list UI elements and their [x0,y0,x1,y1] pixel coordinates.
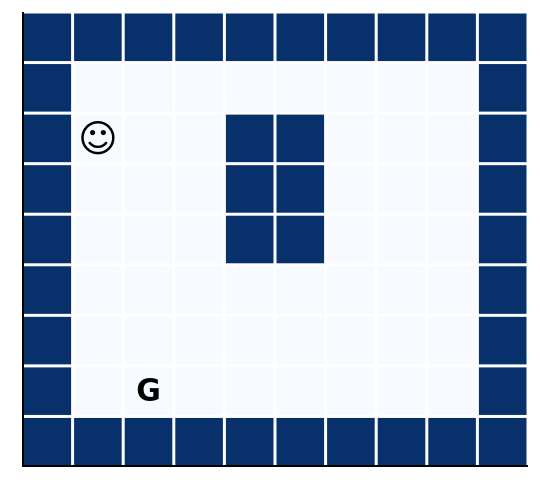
floor-cell [327,367,375,415]
floor-cell [175,165,223,213]
floor-cell [175,114,223,163]
wall-cell [276,215,325,264]
agent-smiley-icon: ☺ [78,116,118,160]
wall-cell [377,417,426,466]
wall-cell [478,13,527,62]
floor-cell [276,367,325,415]
floor-cell [124,316,173,365]
wall-cell [225,417,274,466]
floor-cell [276,266,325,314]
wall-cell [478,114,527,163]
floor-cell [377,266,426,314]
floor-cell [428,114,476,163]
floor-cell [74,316,122,365]
wall-cell [23,367,72,415]
wall-cell [478,266,527,314]
wall-cell [74,417,122,466]
floor-cell [327,316,375,365]
board-frame [22,12,528,467]
wall-cell [225,165,274,213]
floor-cell [377,367,426,415]
wall-cell [23,266,72,314]
wall-cell [478,165,527,213]
floor-cell [428,165,476,213]
floor-cell [124,367,173,415]
floor-cell [175,266,223,314]
wall-cell [327,417,375,466]
floor-cell [175,316,223,365]
floor-cell [276,316,325,365]
floor-cell [428,367,476,415]
wall-cell [478,417,527,466]
floor-cell [124,114,173,163]
floor-cell [175,64,223,112]
floor-cell [74,114,122,163]
grid-cells [22,12,528,467]
floor-cell [428,215,476,264]
floor-cell [225,266,274,314]
floor-cell [428,316,476,365]
wall-cell [225,215,274,264]
floor-cell [74,266,122,314]
wall-cell [74,13,122,62]
wall-cell [175,13,223,62]
floor-cell [124,215,173,264]
floor-cell [377,114,426,163]
wall-cell [428,417,476,466]
floor-cell [74,165,122,213]
wall-cell [175,417,223,466]
floor-cell [327,64,375,112]
wall-cell [478,64,527,112]
wall-cell [124,13,173,62]
wall-cell [377,13,426,62]
wall-cell [23,114,72,163]
grid-markers: ☺ G [78,116,161,408]
wall-cell [225,114,274,163]
goal-label: G [136,374,161,409]
floor-cell [124,266,173,314]
floor-cell [225,367,274,415]
wall-cell [225,13,274,62]
wall-cell [276,114,325,163]
floor-cell [74,64,122,112]
wall-cell [478,215,527,264]
floor-cell [175,215,223,264]
floor-cell [124,64,173,112]
floor-cell [327,165,375,213]
wall-cell [327,13,375,62]
gridworld-board: ☺ G [22,12,528,467]
floor-cell [377,64,426,112]
floor-cell [377,165,426,213]
floor-cell [377,215,426,264]
floor-cell [327,215,375,264]
wall-cell [276,165,325,213]
wall-cell [23,13,72,62]
wall-cell [276,417,325,466]
floor-cell [175,367,223,415]
wall-cell [23,215,72,264]
floor-cell [124,165,173,213]
wall-cell [276,13,325,62]
floor-cell [428,64,476,112]
wall-cell [478,367,527,415]
floor-cell [327,114,375,163]
floor-cell [74,215,122,264]
wall-cell [23,316,72,365]
wall-cell [428,13,476,62]
floor-cell [276,64,325,112]
floor-cell [225,316,274,365]
floor-cell [428,266,476,314]
wall-cell [23,417,72,466]
floor-cell [377,316,426,365]
wall-cell [478,316,527,365]
floor-cell [225,64,274,112]
wall-cell [124,417,173,466]
floor-cell [74,367,122,415]
wall-cell [23,165,72,213]
floor-cell [327,266,375,314]
wall-cell [23,64,72,112]
